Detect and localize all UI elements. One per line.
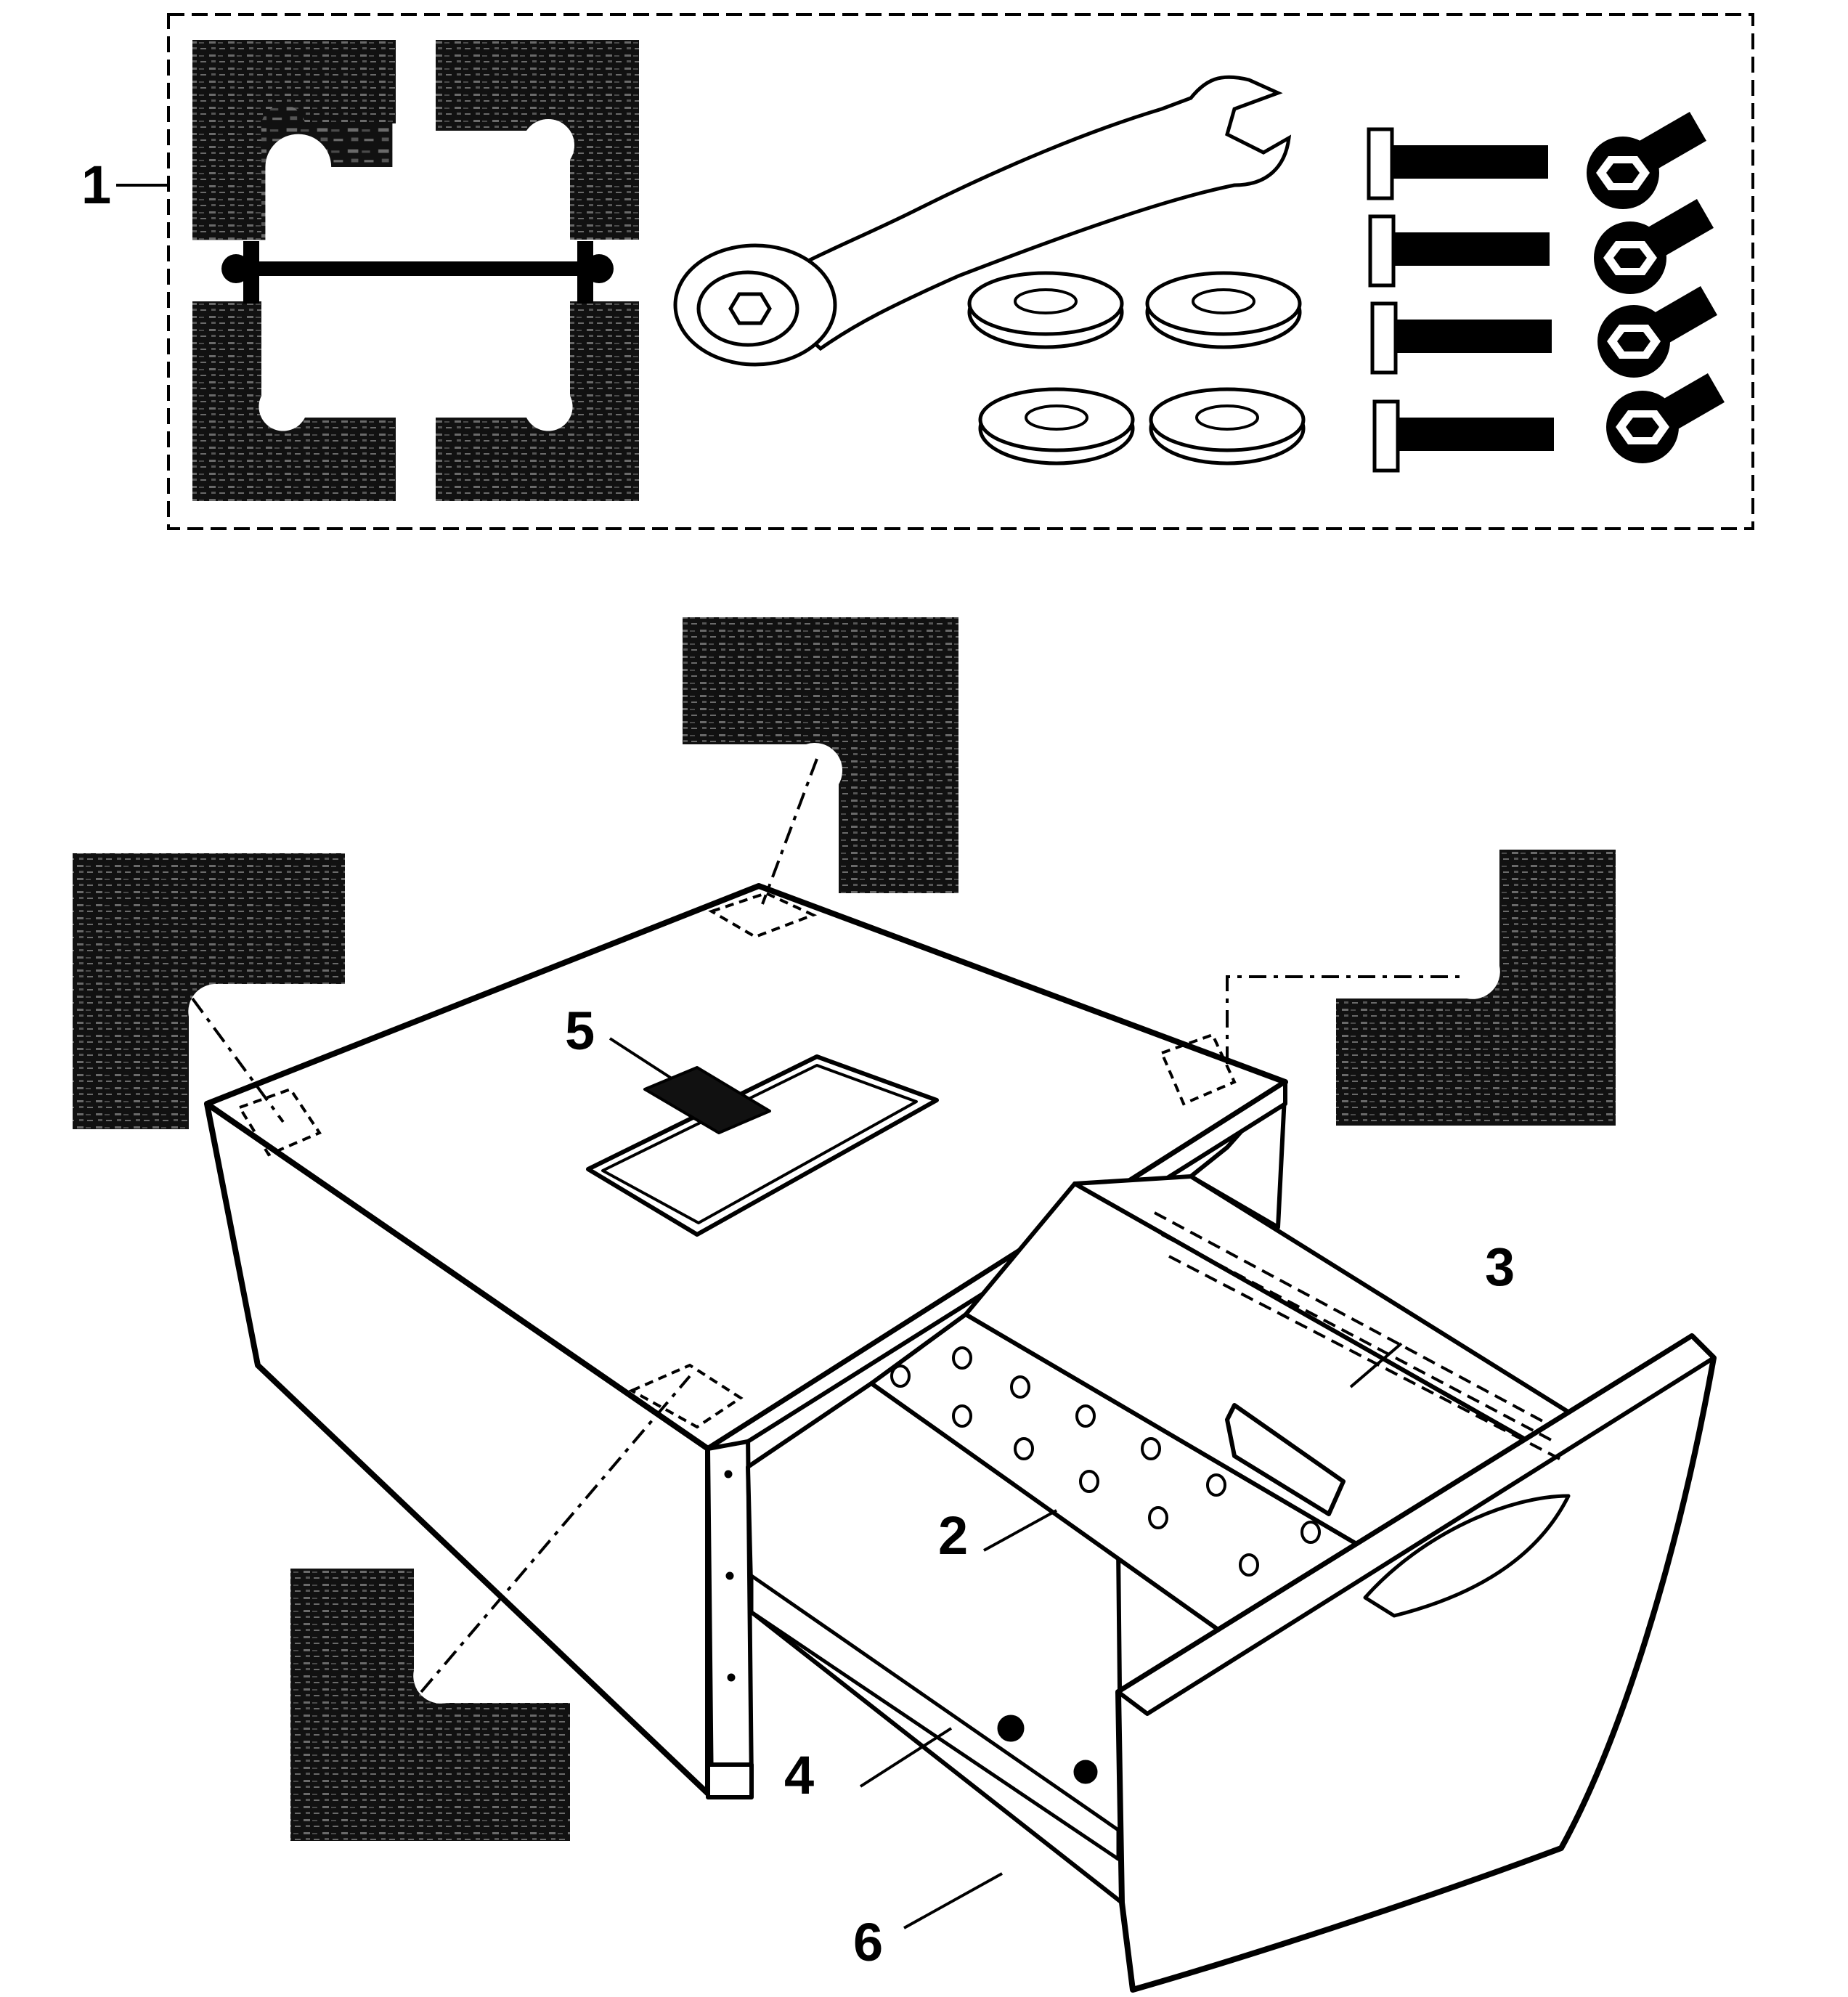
washer-icon-3	[978, 387, 1135, 465]
washer-icon-2	[1145, 271, 1302, 349]
callout-1: 1	[81, 155, 111, 215]
flange-bolt-icon-3	[1597, 286, 1717, 378]
drawer-perforations	[890, 1346, 1321, 1577]
hex-bolt-icon-4	[1372, 399, 1554, 473]
callout-4: 4	[784, 1745, 814, 1805]
hardware-kit-group	[167, 13, 1754, 530]
hex-bolt-icon-1	[1367, 127, 1548, 200]
label-plate	[643, 1066, 771, 1134]
hex-bolt-icon-3	[1370, 301, 1552, 375]
callout-5: 5	[565, 1001, 595, 1061]
wrench-icon	[673, 75, 1292, 367]
kit-dashed-frame	[167, 13, 1754, 530]
leader-lines	[116, 184, 1403, 1929]
kit-pad-shape-tl	[192, 40, 396, 240]
callout-6: 6	[853, 1912, 883, 1972]
kit-pad-shape-tr	[436, 40, 639, 240]
callout-3: 3	[1485, 1237, 1515, 1297]
washer-icon-4	[1149, 387, 1306, 465]
corner-marks	[237, 891, 1237, 1429]
drawer-handle-recess	[1363, 1494, 1571, 1618]
pad-right	[1336, 850, 1616, 1126]
kit-pad-shape-br	[436, 301, 639, 501]
assembly-lines	[191, 758, 1460, 1693]
flange-bolt-icon-4	[1606, 373, 1725, 463]
pad-top	[683, 617, 958, 893]
callout-2: 2	[938, 1505, 968, 1566]
drawer	[746, 1174, 1717, 1993]
hex-bolt-icon-2	[1368, 214, 1550, 288]
pad-left	[73, 853, 345, 1129]
pad-bottom	[290, 1569, 570, 1841]
kit-pad-strap	[221, 241, 614, 304]
pedestal-body	[204, 883, 1288, 1799]
flange-bolt-icon-2	[1594, 199, 1714, 294]
pedestal-front-post	[706, 1432, 754, 1799]
flange-bolt-icon-1	[1587, 112, 1706, 209]
kit-pad-shape-bl	[192, 301, 396, 501]
washer-icon-1	[967, 271, 1124, 349]
exploded-pads	[73, 617, 1616, 1841]
